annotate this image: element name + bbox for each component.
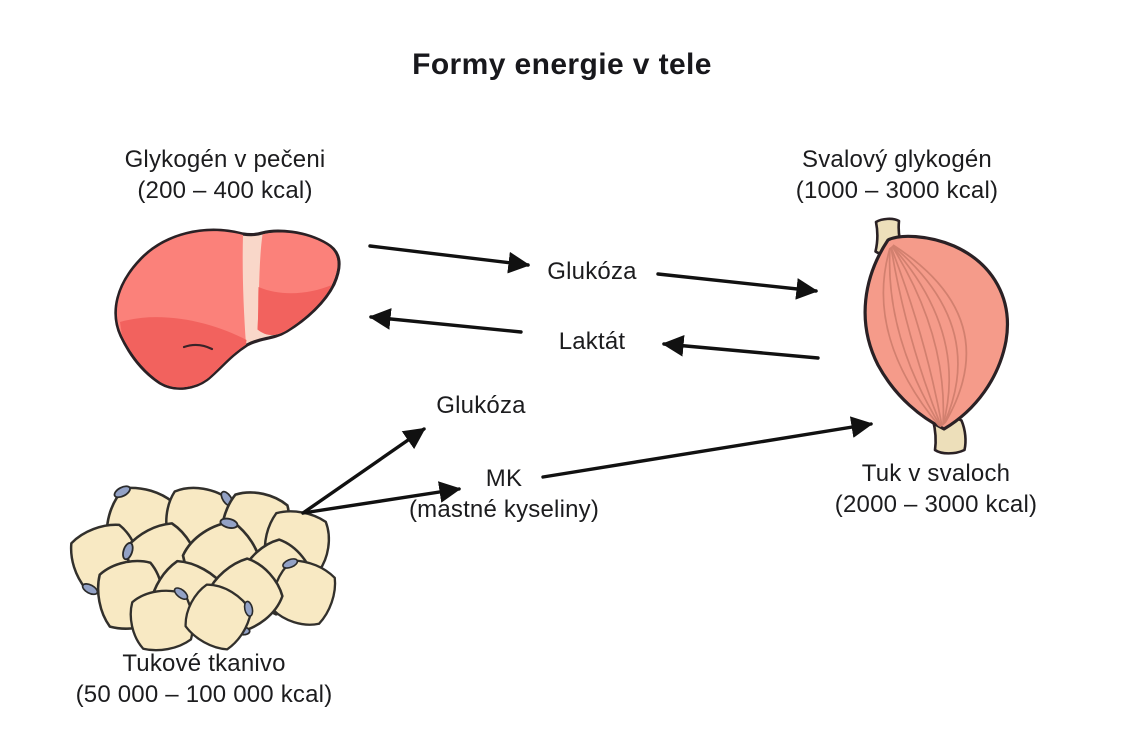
fat-tissue-label-name: Tukové tkanivo xyxy=(122,650,286,677)
liver-illustration xyxy=(114,228,341,390)
muscle-illustration xyxy=(863,217,1010,455)
muscle-glycogen-label-name: Svalový glykogén xyxy=(802,146,992,173)
glucose-top-label: Glukóza xyxy=(547,258,637,285)
glucose-mid-label: Glukóza xyxy=(436,392,526,419)
muscle-glycogen-label: Svalový glykogén (1000 – 3000 kcal) xyxy=(727,144,1067,206)
arrow-fat-to-glucose xyxy=(301,427,426,515)
arrow-mk-to-muscle xyxy=(541,416,874,479)
fat-tissue-illustration xyxy=(61,479,344,659)
arrow-liver-to-glucose xyxy=(368,244,531,274)
muscle-fat-label-kcal: (2000 – 3000 kcal) xyxy=(834,491,1038,518)
mk-label-abbr: MK xyxy=(485,465,523,492)
arrow-lactate-to-liver xyxy=(368,308,523,334)
fat-tissue-label-kcal: (50 000 – 100 000 kcal) xyxy=(75,681,333,708)
liver-label: Glykogén v pečeni (200 – 400 kcal) xyxy=(55,144,395,206)
arrow-glucose-to-muscle xyxy=(656,272,819,300)
flow-arrows xyxy=(301,244,874,515)
liver-label-name: Glykogén v pečeni xyxy=(124,146,326,173)
fat-tissue-label: Tukové tkanivo (50 000 – 100 000 kcal) xyxy=(24,648,384,710)
lactate-label: Laktát xyxy=(558,328,626,355)
muscle-fat-label-name: Tuk v svaloch xyxy=(861,460,1011,487)
arrow-fat-to-mk xyxy=(301,481,462,515)
muscle-fat-label: Tuk v svaloch (2000 – 3000 kcal) xyxy=(766,458,1106,520)
muscle-glycogen-label-kcal: (1000 – 3000 kcal) xyxy=(795,177,999,204)
page-title: Formy energie v tele xyxy=(412,48,712,81)
liver-label-kcal: (200 – 400 kcal) xyxy=(137,177,313,204)
arrow-muscle-to-lactate xyxy=(661,334,820,360)
